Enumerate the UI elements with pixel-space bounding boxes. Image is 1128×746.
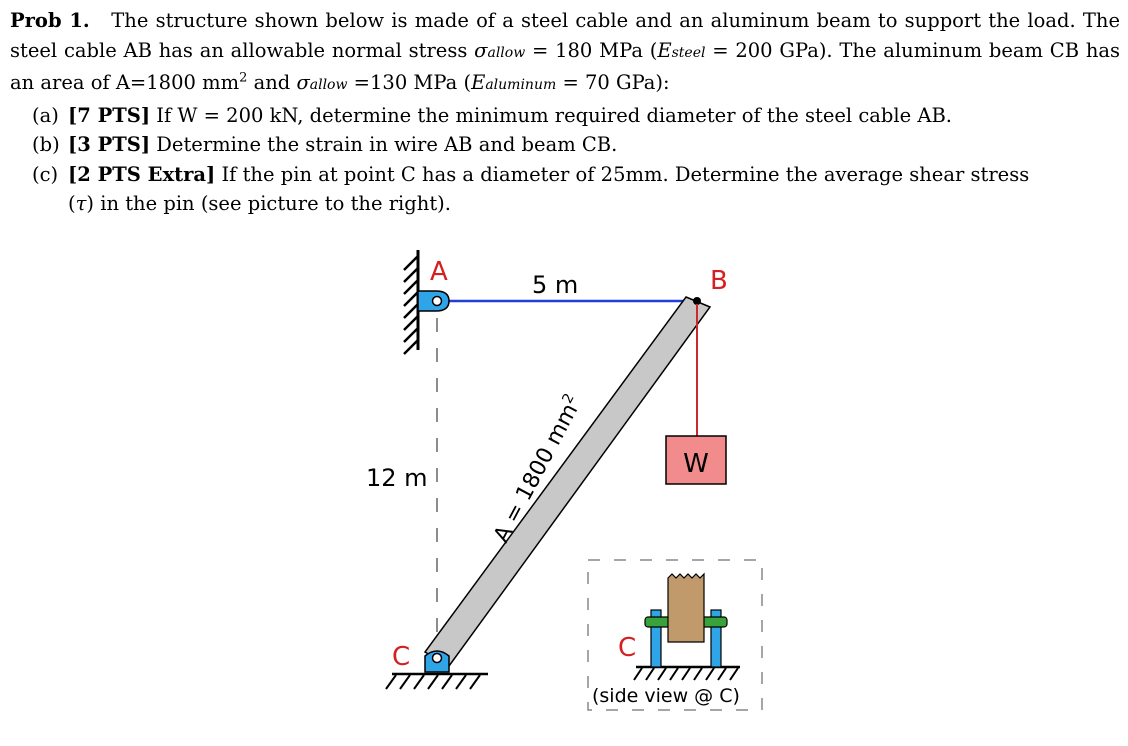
intro-line-3a: beam CB has an area of A=1800 mm	[10, 38, 1121, 95]
intro-line-3b: and	[253, 71, 291, 94]
problem-title: Prob 1.	[10, 9, 90, 32]
item-c: (c) [2 PTS Extra] If the pin at point C h…	[10, 160, 1120, 190]
item-a-points: [7 PTS]	[68, 103, 151, 127]
wall-support-a	[403, 250, 420, 355]
sigma-symbol-2: σ	[296, 71, 310, 94]
intro-line-3c: =130 MPa (	[353, 71, 472, 94]
intro-line-3d: = 70 GPa):	[562, 71, 670, 94]
intro-line-1: The structure shown below is made of a s…	[111, 9, 1076, 32]
item-a-tag: (a)	[32, 103, 59, 127]
allow-subscript-2: allow	[309, 77, 348, 93]
intro-line-2c: = 200 GPa). The aluminum	[712, 38, 983, 62]
steel-subscript: steel	[671, 44, 706, 61]
mm2-superscript: 2	[239, 70, 248, 86]
load-label: W	[683, 449, 709, 479]
tau-symbol: τ	[75, 192, 87, 215]
item-b-points: [3 PTS]	[68, 133, 151, 156]
pin-support-c	[385, 650, 488, 690]
item-a-text: If W = 200 kN, determine the minimum req…	[156, 103, 952, 127]
item-b-tag: (b)	[32, 133, 60, 156]
item-c-points: [2 PTS Extra]	[68, 162, 216, 186]
item-c-cont-a: (	[68, 192, 76, 215]
dimension-vertical-label: 12 m	[366, 464, 428, 492]
side-view-label: (side view @ C)	[592, 685, 740, 707]
label-a: A	[430, 257, 448, 287]
e-symbol-2: E	[471, 71, 486, 94]
item-c-tag: (c)	[32, 162, 59, 186]
problem-statement: Prob 1. The structure shown below is mad…	[10, 6, 1120, 219]
load-box	[665, 435, 727, 485]
label-c: C	[392, 642, 410, 672]
item-c-cont-b: ) in the pin (see picture to the right).	[86, 192, 451, 215]
allow-subscript: allow	[487, 44, 526, 61]
aluminum-subscript: aluminum	[485, 77, 557, 93]
dimension-horizontal-label: 5 m	[532, 271, 578, 299]
item-c-text: If the pin at point C has a diameter of …	[221, 162, 1030, 186]
item-b: (b) [3 PTS] Determine the strain in wire …	[10, 130, 1120, 160]
side-view-inset: C (side view @ C)	[587, 559, 763, 711]
problem-intro: Prob 1. The structure shown below is mad…	[10, 6, 1120, 101]
intro-line-2b: = 180 MPa (	[531, 38, 658, 62]
label-c-side-view: C	[618, 633, 636, 663]
pin-bracket-a	[417, 290, 450, 312]
item-c-continued: (τ) in the pin (see picture to the right…	[10, 189, 1120, 219]
label-b: B	[710, 266, 728, 296]
item-b-text: Determine the strain in wire AB and beam…	[156, 133, 618, 156]
item-a: (a) [7 PTS] If W = 200 kN, determine the …	[10, 101, 1120, 131]
e-symbol: E	[657, 38, 672, 62]
pin-b	[693, 297, 701, 305]
sigma-symbol: σ	[474, 38, 488, 62]
intro-line-2a: The steel cable AB has an allowable norm…	[10, 9, 1120, 62]
